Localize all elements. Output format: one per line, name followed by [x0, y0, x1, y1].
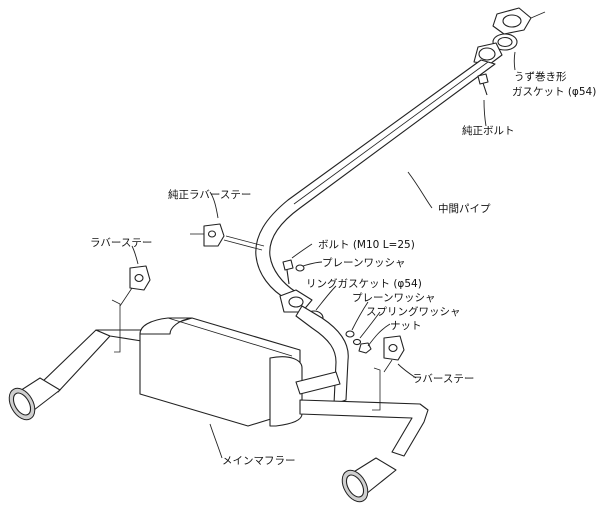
- bolt-m10: [282, 259, 294, 285]
- center-pipe: [255, 42, 503, 313]
- plain-washer-1-label: プレーンワッシャ: [322, 257, 405, 269]
- leader-lines: [131, 51, 516, 459]
- nut-label: ナット: [390, 320, 422, 332]
- main-muffler: [39, 299, 429, 457]
- genuine-bolt: [477, 73, 489, 96]
- plain-washer-2-label: プレーンワッシャ: [352, 292, 435, 304]
- tail-tip-right: [341, 457, 397, 503]
- plain-washer-1: [295, 264, 305, 272]
- plain-washer-2: [345, 330, 355, 338]
- rubber-stay-right: [383, 335, 405, 373]
- rubber-stay-right-label: ラバーステー: [412, 373, 474, 385]
- ring-gasket-label: リングガスケット (φ54): [306, 277, 422, 290]
- bolt-m10-label: ボルト (M10 L=25): [318, 239, 415, 251]
- main-muffler-label: メインマフラー: [222, 455, 296, 467]
- gasket-spiral-label-2: ガスケット (φ54): [512, 86, 596, 98]
- rubber-stay-left: [119, 265, 151, 307]
- genuine-rubber-stay-label: 純正ラバーステー: [168, 188, 251, 201]
- tail-tip-left: [8, 377, 61, 421]
- spring-washer: [352, 338, 362, 346]
- spring-washer-label: スプリングワッシャ: [366, 305, 461, 318]
- rubber-stay-left-label: ラバーステー: [90, 237, 152, 249]
- genuine-bolt-label: 純正ボルト: [462, 124, 515, 137]
- center-pipe-label: 中間パイプ: [438, 202, 491, 215]
- spiral-gasket: [492, 33, 518, 51]
- front-flange: [492, 7, 546, 35]
- gasket-spiral-label-1: うず巻き形: [514, 71, 567, 83]
- genuine-rubber-stay: [190, 223, 265, 251]
